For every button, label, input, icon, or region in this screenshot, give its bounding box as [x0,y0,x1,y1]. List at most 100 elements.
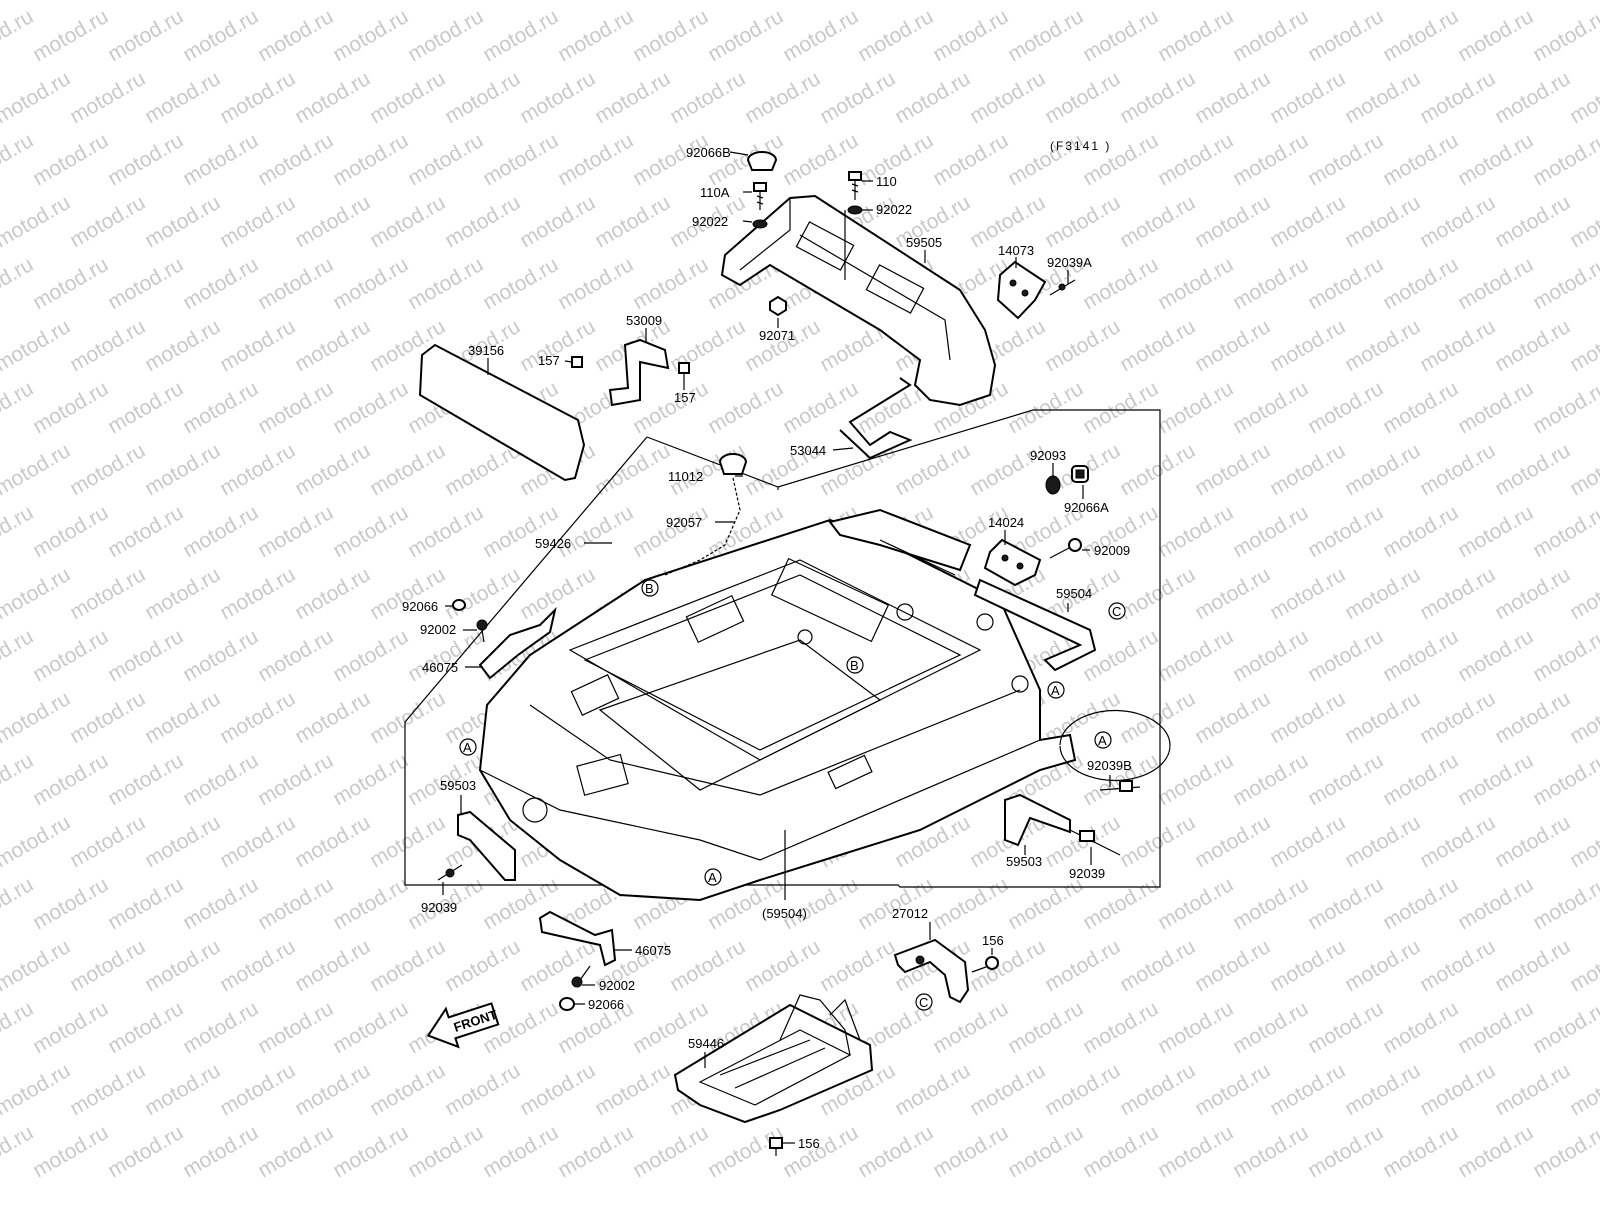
watermark-text: motod.ru [1529,5,1600,66]
watermark-text: motod.ru [254,997,337,1058]
screw-92009 [1049,538,1082,559]
watermark-text: motod.ru [1154,253,1237,314]
watermark-text: motod.ru [1229,873,1312,934]
watermark-text: motod.ru [254,749,337,810]
bolt-156-bottom [769,1137,783,1156]
watermark-text: motod.ru [1266,935,1349,996]
watermark-text: motod.ru [704,1121,787,1182]
watermark-text: motod.ru [1191,0,1274,4]
watermark-text: motod.ru [516,0,599,4]
watermark-text: motod.ru [1191,315,1274,376]
watermark-text: motod.ru [1454,377,1537,438]
watermark-text: motod.ru [1041,1059,1124,1120]
watermark-text: motod.ru [66,0,149,4]
watermark-text: motod.ru [141,191,224,252]
plug-11012 [718,453,748,475]
watermark-text: motod.ru [1229,1121,1312,1182]
watermark-text: motod.ru [29,1121,112,1182]
watermark-text: motod.ru [1304,377,1387,438]
watermark-text: motod.ru [704,377,787,438]
watermark-text: motod.ru [479,253,562,314]
watermark-text: motod.ru [329,1121,412,1182]
watermark-text: motod.ru [1154,873,1237,934]
watermark-text: motod.ru [1116,191,1199,252]
callout-B-1: B [641,579,659,597]
watermark-text: motod.ru [1266,191,1349,252]
watermark-text: motod.ru [366,0,449,4]
group-frame [404,409,1161,888]
watermark-text: motod.ru [366,563,449,624]
watermark-text: motod.ru [1041,191,1124,252]
watermark-text: motod.ru [516,1059,599,1120]
watermark-text: motod.ru [1529,749,1600,810]
watermark-text: motod.ru [141,935,224,996]
watermark-text: motod.ru [291,439,374,500]
watermark-text: motod.ru [1566,0,1600,4]
label-59446: 59446 [688,1036,724,1051]
watermark-text: motod.ru [1379,749,1462,810]
watermark-text: motod.ru [816,67,899,128]
watermark-text: motod.ru [591,191,674,252]
label-92039B: 92039B [1087,758,1132,773]
watermark-text: motod.ru [216,687,299,748]
watermark-text: motod.ru [66,1059,149,1120]
watermark-text: motod.ru [1416,315,1499,376]
label-92093: 92093 [1030,448,1066,463]
watermark-text: motod.ru [666,0,749,4]
watermark-text: motod.ru [329,749,412,810]
watermark-text: motod.ru [1454,873,1537,934]
cap-92066-top [452,599,466,611]
watermark-text: motod.ru [629,253,712,314]
plate-14073 [996,260,1047,320]
svg-text:B: B [850,658,859,673]
watermark-text: motod.ru [0,935,74,996]
watermark-text: motod.ru [1416,191,1499,252]
watermark-text: motod.ru [891,1059,974,1120]
watermark-text: motod.ru [1116,1059,1199,1120]
watermark-text: motod.ru [1491,315,1574,376]
watermark-text: motod.ru [1266,67,1349,128]
watermark-text: motod.ru [329,129,412,190]
watermark-text: motod.ru [1566,1059,1600,1120]
watermark-text: motod.ru [1229,749,1312,810]
watermark-text: motod.ru [329,997,412,1058]
guard-59503-right [1004,793,1071,847]
watermark-text: motod.ru [1229,5,1312,66]
watermark-text: motod.ru [1491,687,1574,748]
watermark-text: motod.ru [1379,129,1462,190]
watermark-text: motod.ru [1191,191,1274,252]
watermark-text: motod.ru [29,873,112,934]
label-110A: 110A [700,185,730,200]
callout-A-1: A [459,738,477,756]
part-labels: 92066B 110 110A 92022 92022 59505 14073 … [402,145,1132,1151]
watermark-text: motod.ru [741,0,824,4]
watermark-text: motod.ru [1379,1121,1462,1182]
watermark-text: motod.ru [0,377,37,438]
label-92057: 92057 [666,515,702,530]
watermark-text: motod.ru [629,5,712,66]
label-92039-left: 92039 [421,900,457,915]
watermark-text: motod.ru [1529,625,1600,686]
label-92022-right: 92022 [876,202,912,217]
watermark-text: motod.ru [1116,315,1199,376]
watermark-text: motod.ru [404,5,487,66]
watermark-text: motod.ru [1041,315,1124,376]
watermark-text: motod.ru [1079,873,1162,934]
label-53044: 53044 [790,443,826,458]
bracket-27012 [893,938,970,1004]
strap-46075-bottom [538,910,617,967]
watermark-text: motod.ru [104,5,187,66]
watermark-text: motod.ru [1454,501,1537,562]
bolt-110 [848,171,862,200]
watermark-text: motod.ru [141,563,224,624]
label-59505: 59505 [906,235,942,250]
washer-92022-right [847,205,863,215]
callout-C-2: C [915,993,933,1011]
watermark-text: motod.ru [254,253,337,314]
watermark-text: motod.ru [1116,811,1199,872]
watermark-text: motod.ru [779,873,862,934]
watermark-text: motod.ru [929,5,1012,66]
skid-plate-59446 [673,994,874,1124]
watermark-text: motod.ru [554,5,637,66]
watermark-text: motod.ru [254,501,337,562]
